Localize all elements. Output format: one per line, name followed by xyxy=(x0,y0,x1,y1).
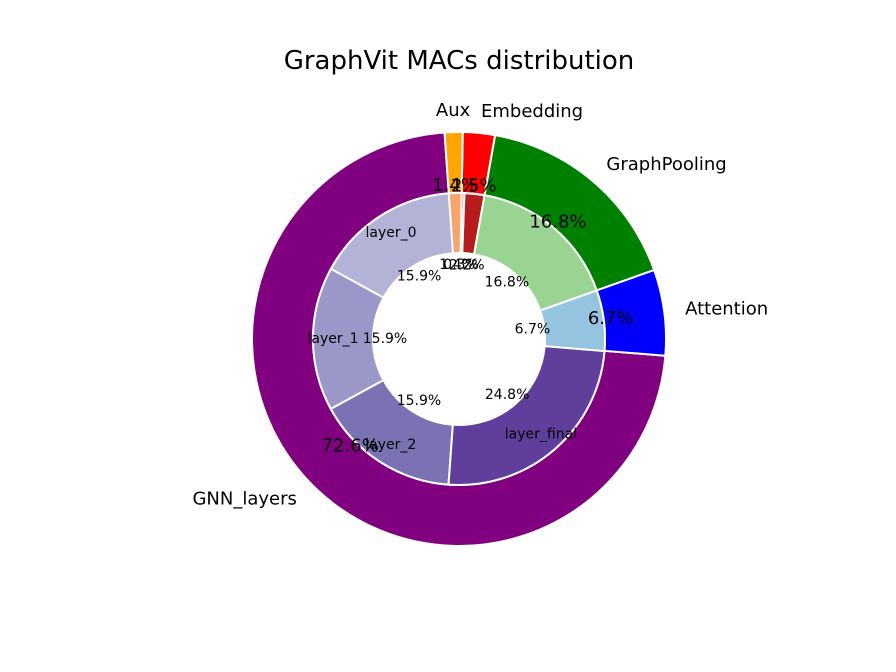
inner-5-pct-label: 16.8% xyxy=(485,275,529,291)
outer-embedding-pct-label: 2.5% xyxy=(451,176,497,197)
inner-7-pct-label: 0.3% xyxy=(443,257,479,273)
inner-layer-final-label: layer_final xyxy=(505,427,577,443)
inner-layer-final-pct-label: 24.8% xyxy=(485,387,529,403)
outer-attention-pct-label: 6.7% xyxy=(588,308,634,329)
outer-graphpooling-label: GraphPooling xyxy=(606,154,726,175)
inner-layer-2-pct-label: 15.9% xyxy=(397,393,441,409)
inner-8-slice xyxy=(447,192,463,255)
chart-title: GraphVit MACs distribution xyxy=(284,46,635,76)
inner-ring xyxy=(312,192,606,486)
outer-attention-label: Attention xyxy=(685,299,768,320)
inner-layer-final-slice xyxy=(447,345,606,486)
inner-4-pct-label: 6.7% xyxy=(515,322,551,338)
chart-labels: 72.6% GNN_layers 6.7% Attention 16.8% GraphPo… xyxy=(192,100,768,509)
outer-gnn-layers-label: GNN_layers xyxy=(192,488,296,509)
outer-aux-label: Aux xyxy=(436,100,471,121)
inner-layer-2-label: layer_2 xyxy=(365,437,416,453)
inner-8-pct-label: 1.4% xyxy=(439,257,475,273)
inner-layer-1-pct-label: 15.9% xyxy=(363,331,407,347)
outer-aux-pct-label: 1.4% xyxy=(432,175,478,196)
inner-layer-1-label: layer_1 xyxy=(307,331,358,347)
inner-6-pct-label: 2.2% xyxy=(449,257,485,273)
inner-layer-0-pct-label: 15.9% xyxy=(397,269,441,285)
outer-embedding-label: Embedding xyxy=(481,101,583,122)
inner-layer-0-label: layer_0 xyxy=(366,225,417,241)
outer-graphpooling-pct-label: 16.8% xyxy=(529,211,586,232)
outer-gnn-layers-pct-label: 72.6% xyxy=(322,436,379,457)
